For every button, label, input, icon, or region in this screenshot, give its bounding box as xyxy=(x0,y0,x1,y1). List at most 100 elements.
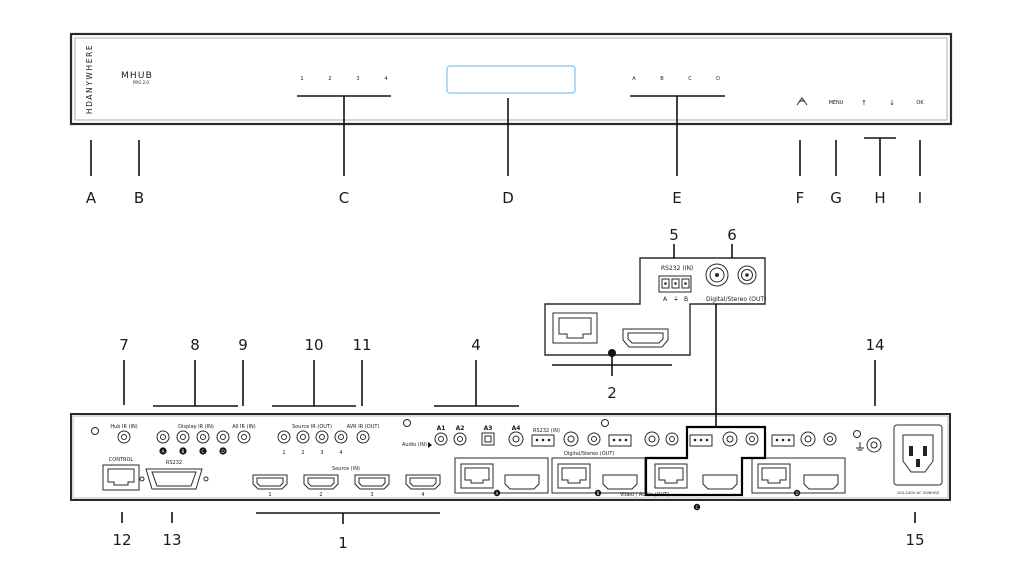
svg-text:2: 2 xyxy=(319,492,322,498)
menu-button-label: MENU xyxy=(829,100,844,106)
rear-panel: Hub IR (IN) CONTROL Display IR (IN) A B … xyxy=(70,413,951,511)
screw-icon xyxy=(601,419,609,427)
up-arrow-icon: ↑ xyxy=(861,99,867,107)
hdmi-port-icon xyxy=(803,474,839,490)
svg-text:D: D xyxy=(795,491,798,496)
svg-text:B: B xyxy=(181,449,184,455)
power-rating-label: 100-240V AC 50/60HZ xyxy=(897,490,940,495)
callout-11: 11 xyxy=(352,336,371,354)
ground-icon xyxy=(856,442,864,451)
rca-jack-icon xyxy=(737,265,757,285)
callout-9: 9 xyxy=(238,336,248,354)
callout-f: F xyxy=(796,189,805,207)
display-ir-zone-badges: A B C D xyxy=(159,447,227,455)
callout-2: 2 xyxy=(607,384,617,402)
callout-5: 5 xyxy=(669,226,679,244)
callout-15: 15 xyxy=(905,531,924,549)
svg-text:A2: A2 xyxy=(456,425,465,432)
screw-icon xyxy=(853,430,861,438)
callout-12: 12 xyxy=(112,531,131,549)
svg-text:2: 2 xyxy=(301,450,304,456)
callout-b: B xyxy=(134,189,144,207)
callout-4: 4 xyxy=(471,336,481,354)
svg-text:3: 3 xyxy=(370,492,373,498)
video-audio-out-label: Video / Audio (OUT) xyxy=(620,492,669,498)
svg-text:A3: A3 xyxy=(484,425,493,432)
rear-callouts: 7 8 9 10 11 4 14 5 6 2 12 13 1 15 xyxy=(112,226,924,552)
input-indicator-b: B xyxy=(660,76,664,82)
hdmi-port-icon xyxy=(354,474,390,490)
front-panel: HDANYWHERE MHUB PRO 2.0 1 2 3 4 A B C D … xyxy=(69,32,953,126)
zone-b: RS232 (IN) Digital/Stereo (OUT) B xyxy=(531,428,646,497)
output-indicators: 1 2 3 4 xyxy=(300,76,387,82)
source-ir-jacks xyxy=(277,430,348,444)
svg-text:A4: A4 xyxy=(512,425,521,432)
callout-d: D xyxy=(502,189,514,207)
svg-text:RS232 (IN): RS232 (IN) xyxy=(533,428,560,434)
callout-e: E xyxy=(672,189,681,207)
hdmi-port-icon xyxy=(252,474,288,490)
audio-in-label: Audio (IN) xyxy=(402,442,427,448)
zone-a: A xyxy=(454,457,549,497)
front-callouts: A B C D E F G H I xyxy=(86,189,922,207)
callout-14: 14 xyxy=(865,336,884,354)
svg-text:4: 4 xyxy=(421,492,424,498)
input-indicator-d: D xyxy=(716,76,720,82)
ethernet-port-icon xyxy=(654,463,688,489)
svg-text:4: 4 xyxy=(339,450,342,456)
display-ir-label: Display IR (IN) xyxy=(178,424,214,430)
model-label: MHUB xyxy=(121,71,153,81)
svg-text:3: 3 xyxy=(320,450,323,456)
hdmi-port-icon xyxy=(622,328,669,348)
all-ir-label: All IR (IN) xyxy=(232,424,255,430)
zoom-inset-group: RS232 (IN) A ⏚ B Digital/Stereo (OUT) xyxy=(544,257,766,357)
svg-text:A1: A1 xyxy=(437,425,446,432)
callout-8: 8 xyxy=(190,336,200,354)
callout-6: 6 xyxy=(727,226,737,244)
front-display-window xyxy=(446,65,576,94)
brand-label: HDANYWHERE xyxy=(85,44,94,114)
rs232-port-label: RS232 xyxy=(166,460,182,466)
input-indicator-a: A xyxy=(632,76,636,82)
svg-text:D: D xyxy=(221,449,225,455)
callout-c: C xyxy=(339,189,349,207)
output-indicator-2: 2 xyxy=(328,76,331,82)
svg-text:A: A xyxy=(161,449,165,455)
svg-text:B: B xyxy=(597,491,600,496)
ethernet-port-icon xyxy=(557,463,591,489)
zoom-inset-outline xyxy=(544,257,766,356)
ethernet-port-icon xyxy=(757,463,791,489)
avr-ir-label: AVR IR (OUT) xyxy=(347,424,380,430)
power-inlet-icon xyxy=(893,424,943,486)
callout-g: G xyxy=(830,189,842,207)
ethernet-port-icon xyxy=(102,464,140,491)
svg-text:1: 1 xyxy=(268,492,271,498)
front-leader-lines xyxy=(90,96,921,176)
db9-serial-port xyxy=(139,468,209,490)
screw-icon xyxy=(91,427,99,435)
audio-input-jacks xyxy=(434,431,524,447)
input-indicator-c: C xyxy=(688,76,692,82)
ethernet-port-icon xyxy=(460,463,494,489)
ok-button-label: OK xyxy=(916,100,924,106)
inset-rs232-pin-b: B xyxy=(684,296,688,303)
inset-rs232-pin-ground: ⏚ xyxy=(673,296,679,303)
input-indicators: A B C D xyxy=(632,76,720,82)
callout-10: 10 xyxy=(304,336,323,354)
hub-ir-jack xyxy=(117,430,131,444)
ethernet-port-icon xyxy=(552,312,598,344)
hdanywhere-logo-icon xyxy=(796,97,808,106)
source-ir-label: Source IR (OUT) xyxy=(292,424,332,430)
source-in-label: Source (IN) xyxy=(332,466,360,472)
output-indicator-4: 4 xyxy=(384,76,387,82)
callout-h: H xyxy=(874,189,885,207)
down-arrow-icon: ↓ xyxy=(889,99,895,107)
svg-text:A: A xyxy=(496,491,499,496)
inset-rs232-pin-a: A xyxy=(663,296,668,303)
rear-leader-lines xyxy=(121,244,916,524)
screw-icon xyxy=(403,419,411,427)
model-sub-label: PRO 2.0 xyxy=(133,80,149,85)
svg-text:C: C xyxy=(201,449,204,455)
output-zones: A RS232 (IN) Digital/Stereo (OUT) B xyxy=(454,428,846,511)
